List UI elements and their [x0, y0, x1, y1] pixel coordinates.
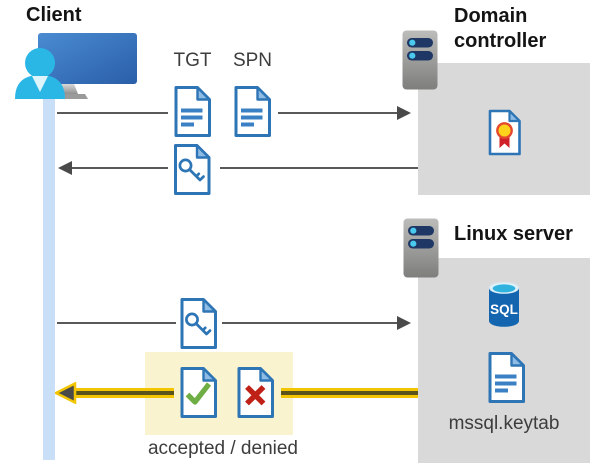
certificate-icon — [488, 109, 521, 156]
key-document-icon — [180, 298, 217, 349]
denied-document-icon — [237, 367, 274, 418]
linux-server-icon — [403, 218, 439, 278]
tgt-label: TGT — [173, 50, 212, 71]
keytab-file-label: mssql.keytab — [448, 413, 560, 434]
spn-document-icon — [234, 86, 271, 137]
ticket-reply-arrowhead — [58, 161, 72, 175]
domain-controller-server-icon — [402, 30, 438, 90]
result-arrowhead — [55, 382, 77, 404]
sql-icon-text: SQL — [490, 302, 518, 317]
tgt-document-icon — [174, 86, 211, 137]
accepted-document-icon — [180, 367, 217, 418]
keytab-document-icon — [488, 352, 525, 403]
ticket-to-linux-arrowhead — [397, 316, 411, 330]
result-arrow-line — [281, 388, 418, 398]
result-arrow-line — [74, 388, 174, 398]
request-arrow-line — [278, 112, 398, 114]
client-label: Client — [26, 4, 82, 26]
client-computer-icon — [15, 33, 137, 99]
request-arrow-line — [57, 112, 168, 114]
request-arrowhead — [397, 106, 411, 120]
key-document-icon — [174, 144, 211, 195]
domain-controller-label: Domain controller — [454, 5, 547, 52]
ticket-to-linux-arrow-line — [222, 322, 398, 324]
ticket-reply-arrow-line — [220, 167, 418, 169]
linux-server-label: Linux server — [454, 223, 573, 245]
ticket-reply-arrow-line — [70, 167, 168, 169]
accepted-denied-label: accepted / denied — [147, 438, 298, 459]
client-timeline-bar — [43, 98, 55, 460]
ticket-to-linux-arrow-line — [57, 322, 176, 324]
sql-database-icon: SQL — [489, 282, 519, 327]
spn-label: SPN — [232, 50, 273, 71]
